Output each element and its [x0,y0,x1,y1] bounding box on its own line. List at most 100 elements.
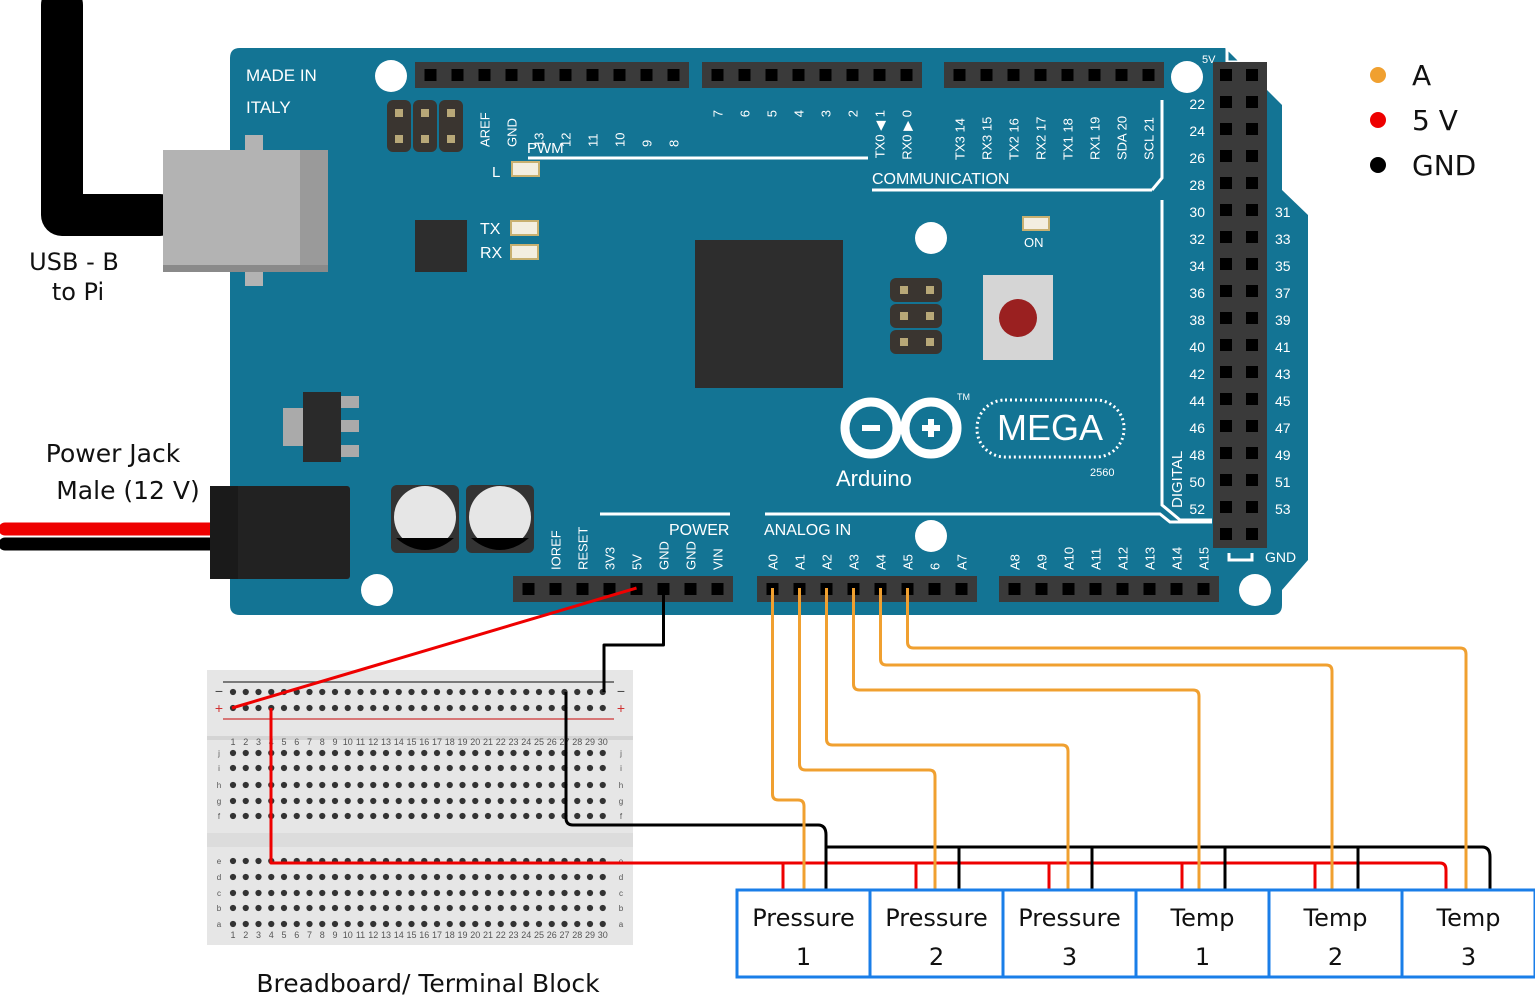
header-pin[interactable] [549,583,562,595]
header-pin[interactable] [532,69,545,81]
breadboard-hole[interactable] [370,688,377,696]
breadboard-hole[interactable] [229,857,237,865]
breadboard-hole[interactable] [433,749,441,757]
breadboard-hole[interactable] [331,873,339,881]
breadboard-hole[interactable] [421,781,428,789]
header-pin[interactable] [980,69,993,81]
breadboard-hole[interactable] [599,904,606,912]
breadboard-hole[interactable] [484,781,492,789]
breadboard-hole[interactable] [446,688,453,696]
breadboard-hole[interactable] [370,920,377,928]
breadboard-hole[interactable] [255,688,262,696]
header-pin[interactable] [1220,204,1232,216]
breadboard-hole[interactable] [574,889,581,897]
breadboard-hole[interactable] [408,797,415,805]
breadboard-hole[interactable] [548,812,555,820]
breadboard-hole[interactable] [446,920,453,928]
reset-button[interactable] [983,275,1053,360]
breadboard-hole[interactable] [574,764,581,772]
breadboard-hole[interactable] [459,764,466,772]
header-pin[interactable] [1220,528,1232,540]
breadboard-hole[interactable] [523,889,530,897]
breadboard-hole[interactable] [510,704,517,712]
breadboard-hole[interactable] [535,920,543,928]
breadboard-hole[interactable] [344,704,351,712]
header-pin[interactable] [1220,177,1232,189]
header-pin[interactable] [1220,258,1232,270]
header-pin[interactable] [738,69,751,81]
breadboard-hole[interactable] [229,764,237,772]
breadboard-hole[interactable] [433,704,441,712]
header-pin[interactable] [1246,312,1258,324]
header-pin[interactable] [1246,420,1258,432]
breadboard-hole[interactable] [357,904,364,912]
breadboard-hole[interactable] [523,904,530,912]
breadboard-hole[interactable] [535,704,543,712]
breadboard-hole[interactable] [523,688,530,696]
breadboard-hole[interactable] [293,781,300,789]
breadboard-hole[interactable] [472,704,479,712]
breadboard-hole[interactable] [561,889,568,897]
breadboard-hole[interactable] [472,873,479,881]
breadboard-hole[interactable] [319,781,326,789]
breadboard-hole[interactable] [433,797,441,805]
header-pin[interactable] [1246,366,1258,378]
breadboard-hole[interactable] [370,704,377,712]
breadboard-hole[interactable] [229,920,237,928]
header-pin[interactable] [1246,501,1258,513]
breadboard-hole[interactable] [497,904,504,912]
breadboard-hole[interactable] [331,797,339,805]
breadboard-hole[interactable] [242,764,249,772]
breadboard-hole[interactable] [408,688,415,696]
breadboard-hole[interactable] [331,889,339,897]
breadboard-hole[interactable] [242,904,249,912]
breadboard-hole[interactable] [344,749,351,757]
header-pin[interactable] [1246,339,1258,351]
breadboard-hole[interactable] [357,688,364,696]
breadboard-hole[interactable] [408,764,415,772]
header-pin[interactable] [900,69,913,81]
breadboard-hole[interactable] [433,781,441,789]
breadboard-hole[interactable] [255,812,262,820]
breadboard-hole[interactable] [472,781,479,789]
breadboard-hole[interactable] [459,704,466,712]
breadboard-hole[interactable] [370,812,377,820]
breadboard-hole[interactable] [319,764,326,772]
breadboard-hole[interactable] [548,764,555,772]
header-pin[interactable] [1220,420,1232,432]
breadboard-hole[interactable] [293,873,300,881]
breadboard-hole[interactable] [395,688,402,696]
breadboard-hole[interactable] [535,781,543,789]
breadboard-hole[interactable] [331,781,339,789]
breadboard-hole[interactable] [370,797,377,805]
header-pin[interactable] [1007,69,1020,81]
breadboard-hole[interactable] [242,857,249,865]
breadboard-hole[interactable] [242,889,249,897]
header-pin[interactable] [819,69,832,81]
breadboard-hole[interactable] [586,749,594,757]
breadboard-hole[interactable] [586,764,594,772]
breadboard-hole[interactable] [561,920,568,928]
breadboard-hole[interactable] [395,764,402,772]
breadboard-hole[interactable] [395,889,402,897]
breadboard-hole[interactable] [268,873,275,881]
header-pin[interactable] [1220,69,1232,81]
breadboard-hole[interactable] [523,797,530,805]
header-pin[interactable] [1034,69,1047,81]
breadboard-hole[interactable] [421,797,428,805]
header-pin[interactable] [1142,69,1155,81]
breadboard-hole[interactable] [293,764,300,772]
header-pin[interactable] [1220,123,1232,135]
breadboard-hole[interactable] [280,749,288,757]
breadboard-hole[interactable] [586,904,594,912]
breadboard-hole[interactable] [497,781,504,789]
breadboard-hole[interactable] [472,889,479,897]
breadboard-hole[interactable] [255,764,262,772]
breadboard-hole[interactable] [280,904,288,912]
breadboard-hole[interactable] [293,704,300,712]
breadboard-hole[interactable] [535,764,543,772]
header-pin[interactable] [955,583,968,595]
header-pin[interactable] [684,583,697,595]
breadboard-hole[interactable] [306,797,313,805]
header-pin[interactable] [1246,447,1258,459]
